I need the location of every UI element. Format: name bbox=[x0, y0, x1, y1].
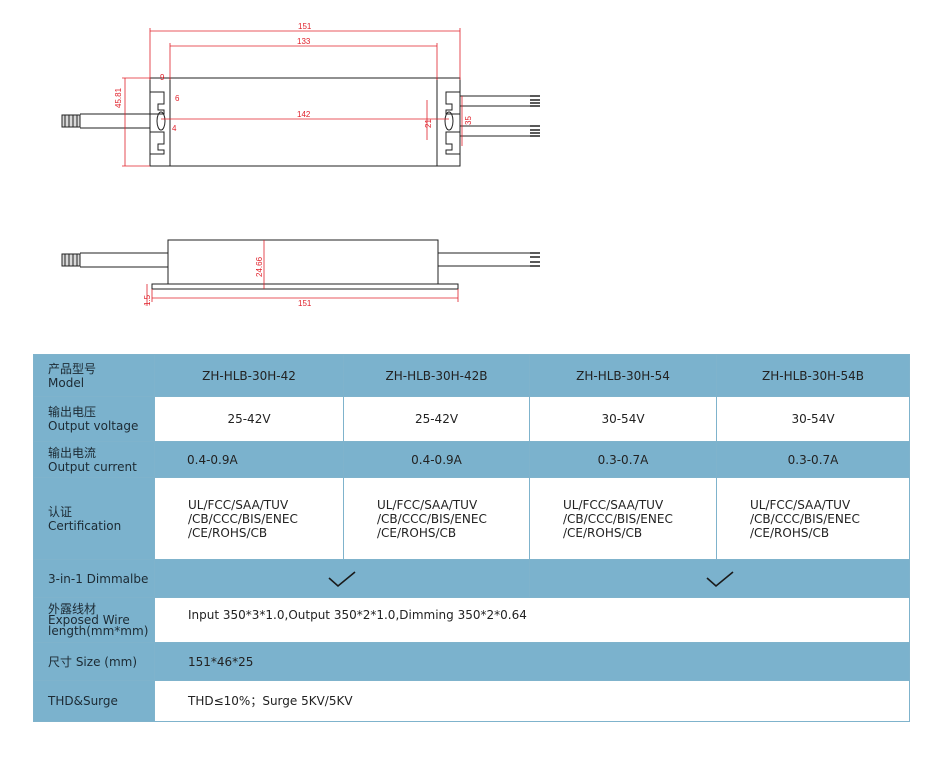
model-cell: ZH-HLB-30H-42B bbox=[343, 354, 530, 397]
housing-top bbox=[149, 77, 461, 167]
thd-surge-value: THD≤10%；Surge 5KV/5KV bbox=[154, 680, 910, 722]
label-en: Certification bbox=[48, 518, 122, 533]
side-dim-height-label: 24.66 bbox=[255, 256, 264, 277]
label-cn: 产品型号 bbox=[48, 361, 97, 376]
cert-line: UL/FCC/SAA/TUV bbox=[750, 497, 851, 512]
table-row-dimmable: 3-in-1 Dimmalbe bbox=[33, 559, 910, 598]
table-row-size: 尺寸 Size (mm) 151*46*25 bbox=[33, 642, 910, 681]
size-value: 151*46*25 bbox=[154, 642, 910, 681]
side-right-wires bbox=[438, 252, 540, 267]
label-en2: length(mm*mm) bbox=[48, 623, 149, 638]
current-cell: 0.3-0.7A bbox=[716, 441, 910, 478]
row-label-wire-length: 外露线材 Exposed Wire length(mm*mm) bbox=[33, 597, 155, 643]
voltage-cell: 30-54V bbox=[716, 396, 910, 442]
side-dimensions: 24.66 151 1.5 bbox=[143, 240, 459, 308]
current-cell: 0.3-0.7A bbox=[529, 441, 717, 478]
dim-overall-label: 151 bbox=[298, 22, 312, 31]
certification-cell: UL/FCC/SAA/TUV /CB/CCC/BIS/ENEC /CE/ROHS… bbox=[716, 477, 910, 560]
row-label-voltage: 输出电压 Output voltage bbox=[33, 396, 155, 442]
housing-side bbox=[151, 239, 459, 290]
tick-icon bbox=[705, 570, 734, 587]
side-view: 24.66 151 1.5 bbox=[61, 239, 540, 308]
cert-line: /CB/CCC/BIS/ENEC bbox=[188, 511, 298, 526]
label-en: Exposed Wire bbox=[48, 612, 130, 627]
row-label-current: 输出电流 Output current bbox=[33, 441, 155, 478]
cert-line: /CB/CCC/BIS/ENEC bbox=[377, 511, 487, 526]
technical-drawing: 151 133 142 45.81 9 6 4 21 35 bbox=[61, 22, 540, 308]
current-cell: 0.4-0.9A bbox=[154, 441, 344, 478]
cert-line: /CB/CCC/BIS/ENEC bbox=[563, 511, 673, 526]
voltage-cell: 25-42V bbox=[343, 396, 530, 442]
label-en: Model bbox=[48, 375, 85, 390]
dim-right-outer-label: 35 bbox=[464, 116, 473, 125]
table-row-voltage: 输出电压 Output voltage 25-42V 25-42V 30-54V… bbox=[33, 396, 910, 442]
dim-inner-label: 133 bbox=[297, 37, 311, 46]
model-cell: ZH-HLB-30H-54B bbox=[716, 354, 910, 397]
cert-line: /CE/ROHS/CB bbox=[563, 525, 643, 540]
dim-tab-a-label: 6 bbox=[175, 94, 180, 103]
cert-line: /CE/ROHS/CB bbox=[750, 525, 830, 540]
dim-tab-c-label: 4 bbox=[172, 124, 177, 133]
cert-line: /CB/CCC/BIS/ENEC bbox=[750, 511, 860, 526]
label-en: Output current bbox=[48, 459, 137, 474]
row-label-model: 产品型号 Model bbox=[33, 354, 155, 397]
side-left-wire bbox=[61, 252, 168, 268]
label-cn: 外露线材 bbox=[48, 601, 97, 616]
row-label-certification: 认证 Certification bbox=[33, 477, 155, 560]
row-label-thd-surge: THD&Surge bbox=[33, 680, 155, 722]
table-row-wire-length: 外露线材 Exposed Wire length(mm*mm) Input 35… bbox=[33, 597, 910, 643]
table-row-thd-surge: THD&Surge THD≤10%；Surge 5KV/5KV bbox=[33, 680, 910, 722]
right-wires bbox=[460, 95, 540, 137]
label-cn: 认证 bbox=[48, 504, 73, 519]
spec-table: 产品型号 Model ZH-HLB-30H-42 ZH-HLB-30H-42B … bbox=[33, 354, 910, 722]
dim-right-inner-label: 21 bbox=[424, 119, 433, 128]
tick-icon bbox=[328, 570, 356, 587]
side-dim-base-label: 1.5 bbox=[143, 294, 152, 306]
cert-line: UL/FCC/SAA/TUV bbox=[188, 497, 289, 512]
certification-cell: UL/FCC/SAA/TUV /CB/CCC/BIS/ENEC /CE/ROHS… bbox=[343, 477, 530, 560]
certification-cell: UL/FCC/SAA/TUV /CB/CCC/BIS/ENEC /CE/ROHS… bbox=[154, 477, 344, 560]
model-cell: ZH-HLB-30H-54 bbox=[529, 354, 717, 397]
certification-cell: UL/FCC/SAA/TUV /CB/CCC/BIS/ENEC /CE/ROHS… bbox=[529, 477, 717, 560]
dim-height-label: 45.81 bbox=[114, 87, 123, 108]
row-label-size: 尺寸 Size (mm) bbox=[33, 642, 155, 681]
voltage-cell: 25-42V bbox=[154, 396, 344, 442]
label-en: Output voltage bbox=[48, 419, 139, 433]
cert-line: UL/FCC/SAA/TUV bbox=[563, 497, 664, 512]
cert-line: /CE/ROHS/CB bbox=[377, 525, 457, 540]
label-cn: 输出电压 bbox=[48, 405, 97, 419]
wire-length-value: Input 350*3*1.0,Output 350*2*1.0,Dimming… bbox=[154, 597, 910, 643]
dim-tab-b-label: 9 bbox=[160, 73, 165, 82]
row-label-dimmable: 3-in-1 Dimmalbe bbox=[33, 559, 155, 598]
left-wire bbox=[61, 113, 150, 129]
dim-hole-spacing-label: 142 bbox=[297, 110, 311, 119]
side-dim-length-label: 151 bbox=[298, 299, 312, 308]
top-view: 151 133 142 45.81 9 6 4 21 35 bbox=[61, 22, 540, 167]
top-dimensions: 151 133 142 45.81 9 6 4 21 35 bbox=[114, 22, 473, 167]
cert-line: UL/FCC/SAA/TUV bbox=[377, 497, 478, 512]
current-cell: 0.4-0.9A bbox=[343, 441, 530, 478]
dimmable-cell bbox=[154, 559, 530, 598]
table-row-model: 产品型号 Model ZH-HLB-30H-42 ZH-HLB-30H-42B … bbox=[33, 354, 910, 397]
label-cn: 输出电流 bbox=[48, 445, 97, 460]
cert-line: /CE/ROHS/CB bbox=[188, 525, 268, 540]
table-row-current: 输出电流 Output current 0.4-0.9A 0.4-0.9A 0.… bbox=[33, 441, 910, 478]
voltage-cell: 30-54V bbox=[529, 396, 717, 442]
model-cell: ZH-HLB-30H-42 bbox=[154, 354, 344, 397]
table-row-certification: 认证 Certification UL/FCC/SAA/TUV /CB/CCC/… bbox=[33, 477, 910, 560]
dimmable-cell bbox=[529, 559, 910, 598]
